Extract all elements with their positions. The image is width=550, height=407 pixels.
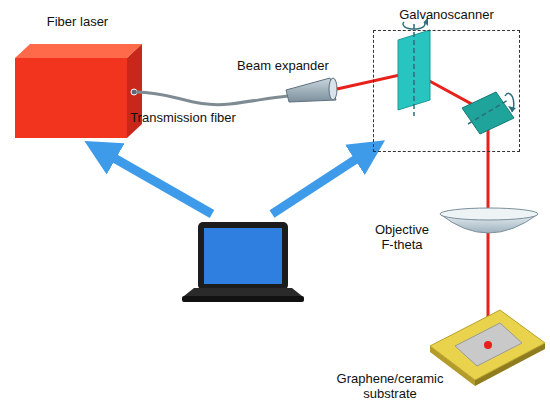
control-arrow [100,150,212,214]
laptop [182,222,304,302]
transmission-fiber [136,92,288,105]
laser-box: Fiber laser [15,44,142,138]
f-theta-lens [440,208,538,233]
component-label: Graphene/ceramic substrate [326,371,454,401]
component-label: Beam expander [228,58,338,73]
node-heading: Fiber laser [47,14,108,29]
beam-expander [286,78,337,102]
laser-body [15,44,142,138]
scanner-box: Galvanoscanner [373,30,520,152]
node-heading: Galvanoscanner [399,7,494,22]
component-label: Transmission fiber [118,110,248,125]
galvo-mirrors [398,17,516,134]
control-arrow [272,150,370,214]
component-label: Objective F-theta [368,222,436,252]
substrate [430,310,545,386]
